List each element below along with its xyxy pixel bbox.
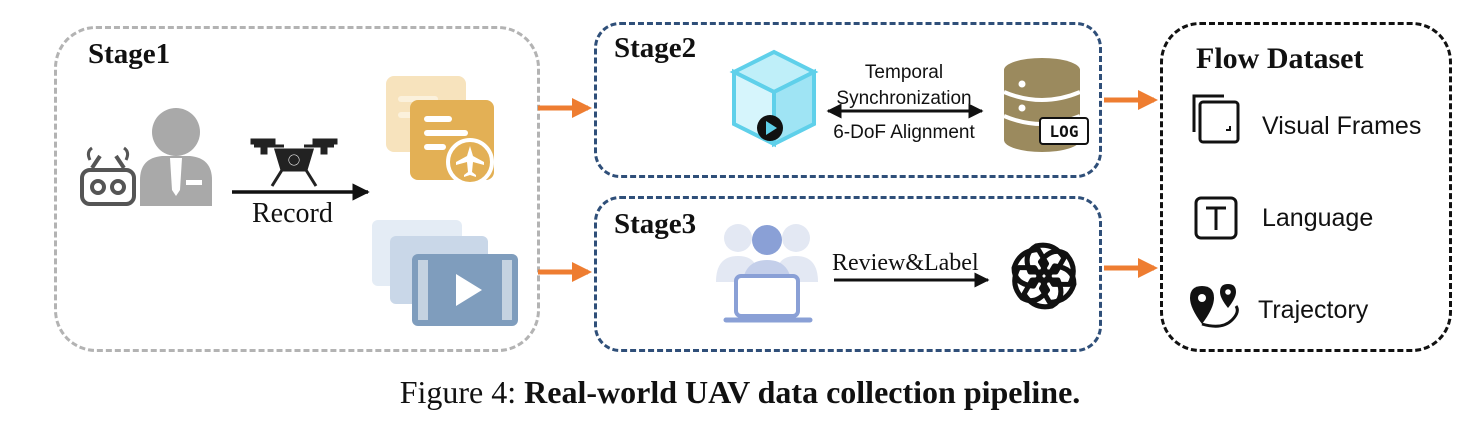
reviewer-team-icon <box>716 224 818 323</box>
sync-label-line2: Synchronization <box>836 88 972 109</box>
video-frames-icon <box>372 220 518 326</box>
language-icon <box>1194 196 1238 240</box>
caption-prefix: Figure 4: <box>399 374 525 410</box>
sync-label-line1: Temporal <box>864 62 944 83</box>
flow-dataset-box <box>1160 22 1452 352</box>
stage2-title: Stage2 <box>614 32 697 64</box>
flow-dataset-title: Flow Dataset <box>1196 42 1364 75</box>
pilot-person-icon <box>140 108 212 206</box>
visual-frames-icon <box>1192 94 1240 144</box>
video-cube-icon <box>729 49 819 148</box>
database-icon <box>1003 58 1089 152</box>
flow-item-trajectory: Trajectory <box>1258 296 1369 324</box>
remote-controller-icon <box>80 146 136 206</box>
stage3-title: Stage3 <box>614 208 697 240</box>
flow-item-language: Language <box>1262 204 1374 232</box>
flow-item-visual-frames: Visual Frames <box>1262 112 1422 140</box>
llm-knot-logo-icon <box>1011 242 1077 310</box>
stage3-box <box>594 196 1102 352</box>
record-label: Record <box>252 198 333 229</box>
trajectory-icon <box>1190 284 1239 328</box>
drone-icon <box>250 138 338 187</box>
stage1-box <box>54 26 540 352</box>
log-label: LOG <box>1049 122 1079 141</box>
flight-log-document-icon <box>386 76 494 186</box>
figure-caption: Figure 4: Real-world UAV data collection… <box>0 374 1480 411</box>
caption-title: Real-world UAV data collection pipeline. <box>524 374 1081 410</box>
sync-label-line3: 6-DoF Alignment <box>833 122 975 143</box>
stage2-box <box>594 22 1102 178</box>
review-label: Review&Label <box>832 250 979 276</box>
stage1-title: Stage1 <box>88 38 171 70</box>
